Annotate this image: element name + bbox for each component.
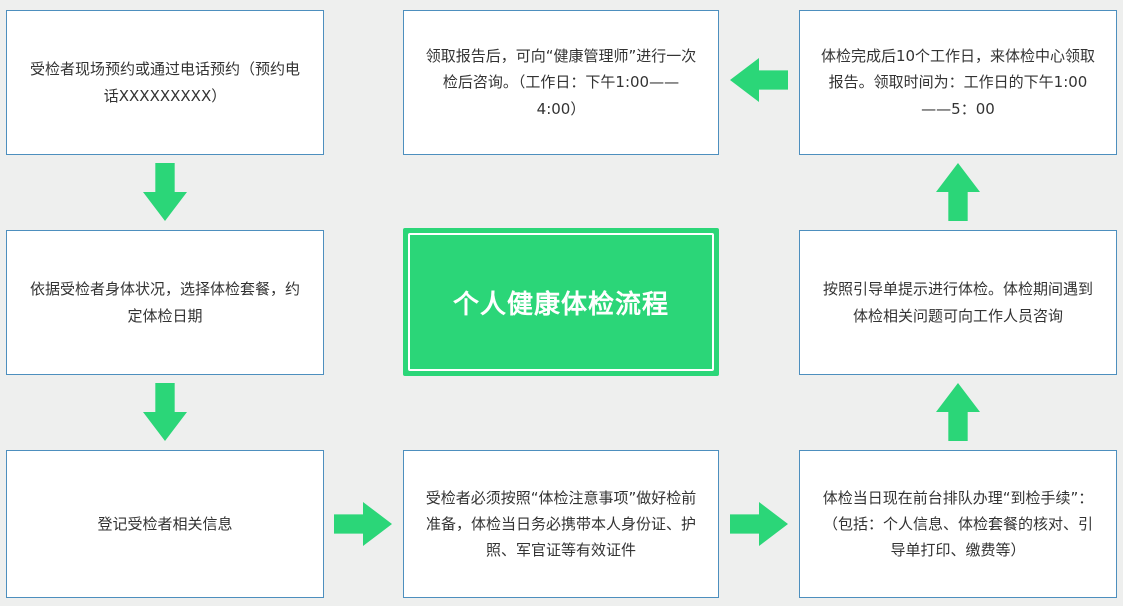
- step-box-package-selection: 依据受检者身体状况，选择体检套餐，约定体检日期: [6, 230, 324, 375]
- arrow-down-icon: [143, 383, 187, 441]
- arrow-up-icon: [936, 383, 980, 441]
- step-box-consultation: 领取报告后，可向“健康管理师”进行一次检后咨询。（工作日：下午1:00——4:0…: [403, 10, 719, 155]
- flow-title-box: 个人健康体检流程: [403, 228, 719, 376]
- flow-title-inner-frame: 个人健康体检流程: [408, 233, 714, 371]
- arrow-left-icon: [730, 58, 788, 102]
- arrow-right-icon: [334, 502, 392, 546]
- step-box-checkin: 体检当日现在前台排队办理“到检手续”：（包括：个人信息、体检套餐的核对、引导单打…: [799, 450, 1117, 598]
- step-text-checkin: 体检当日现在前台排队办理“到检手续”：（包括：个人信息、体检套餐的核对、引导单打…: [822, 488, 1094, 560]
- step-box-registration: 登记受检者相关信息: [6, 450, 324, 598]
- step-box-report-pickup: 体检完成后10个工作日，来体检中心领取报告。领取时间为：工作日的下午1:00——…: [799, 10, 1117, 155]
- step-text-report-pickup: 体检完成后10个工作日，来体检中心领取报告。领取时间为：工作日的下午1:00——…: [820, 47, 1096, 118]
- arrow-up-icon: [936, 163, 980, 221]
- step-text-package-selection: 依据受检者身体状况，选择体检套餐，约定体检日期: [29, 280, 300, 325]
- step-text-registration: 登记受检者相关信息: [97, 514, 233, 533]
- step-box-appointment: 受检者现场预约或通过电话预约（预约电话XXXXXXXXX）: [6, 10, 324, 155]
- step-text-appointment: 受检者现场预约或通过电话预约（预约电话XXXXXXXXX）: [29, 60, 300, 105]
- step-text-examination: 按照引导单提示进行体检。体检期间遇到体检相关问题可向工作人员咨询: [822, 280, 1093, 325]
- step-text-preparation: 受检者必须按照“体检注意事项”做好检前准备，体检当日务必携带本人身份证、护照、军…: [425, 488, 697, 560]
- step-box-examination: 按照引导单提示进行体检。体检期间遇到体检相关问题可向工作人员咨询: [799, 230, 1117, 375]
- step-box-preparation: 受检者必须按照“体检注意事项”做好检前准备，体检当日务必携带本人身份证、护照、军…: [403, 450, 719, 598]
- flow-title: 个人健康体检流程: [452, 289, 669, 320]
- arrow-right-icon: [730, 502, 788, 546]
- arrow-down-icon: [143, 163, 187, 221]
- step-text-consultation: 领取报告后，可向“健康管理师”进行一次检后咨询。（工作日：下午1:00——4:0…: [425, 47, 697, 118]
